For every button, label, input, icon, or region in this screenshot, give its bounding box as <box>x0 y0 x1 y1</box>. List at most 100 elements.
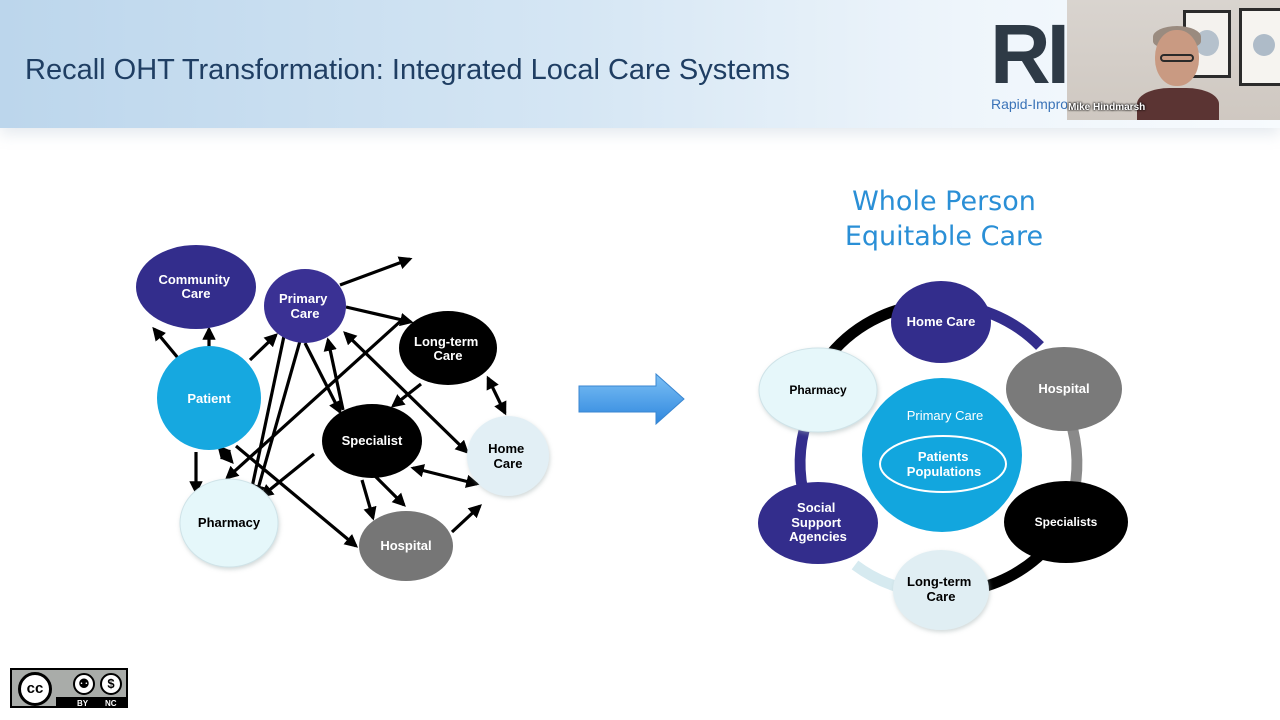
title-band <box>0 0 1280 128</box>
left-node-patient[interactable]: Patient <box>157 346 261 450</box>
center-hub-primary-care[interactable]: Primary Care Patients Populations <box>862 378 1022 532</box>
right-heading-line2: Equitable Care <box>844 221 1044 252</box>
node-label: Patient <box>187 391 231 406</box>
right-node-social-support-agencies[interactable]: Social Support Agencies <box>758 482 878 564</box>
connector-arrow <box>323 337 345 411</box>
node-shape <box>1006 347 1122 431</box>
cc-logo-icon: cc <box>18 672 52 706</box>
participant-video-tile[interactable] <box>1067 0 1280 120</box>
connector-arrow <box>248 333 278 362</box>
node-shape <box>359 511 453 581</box>
right-node-hospital[interactable]: Hospital <box>1006 347 1122 431</box>
node-label-line: Community <box>158 272 230 287</box>
node-label: Social Support Agencies <box>789 500 847 544</box>
node-shape <box>893 550 989 630</box>
nc-label: NC <box>105 699 117 708</box>
node-label: Pharmacy <box>198 515 261 530</box>
attribution-person-icon: ⚉ <box>73 673 95 695</box>
left-node-pharmacy[interactable]: Pharmacy <box>179 478 279 568</box>
node-shape <box>136 245 256 329</box>
node-label-line: Hospital <box>380 538 431 553</box>
left-node-community-care[interactable]: Community Care <box>136 245 256 329</box>
node-label-line: Pharmacy <box>789 383 847 397</box>
node-shape <box>264 269 346 343</box>
node-label-line: Long-term <box>907 574 971 589</box>
hub-inner-label: Patients Populations <box>907 449 981 479</box>
node-label-line: Home <box>488 441 524 456</box>
node-label: Long-term Care <box>414 334 482 363</box>
left-node-long-term-care[interactable]: Long-term Care <box>399 311 497 385</box>
node-label-line: Patient <box>187 391 231 406</box>
connector-arrow <box>373 474 406 507</box>
node-label: Primary Care <box>279 291 331 321</box>
node-shape <box>157 346 261 450</box>
license-label-strip <box>56 697 126 706</box>
hub-shape <box>862 378 1022 532</box>
node-label-line: Care <box>291 306 320 321</box>
node-label: Specialists <box>1035 515 1098 529</box>
right-node-long-term-care[interactable]: Long-term Care <box>893 550 989 630</box>
node-shape <box>891 281 991 363</box>
connector-arrow <box>390 382 422 408</box>
by-label: BY <box>77 699 89 708</box>
node-label-line: Care <box>927 589 956 604</box>
left-node-home-care[interactable]: Home Care <box>467 416 549 496</box>
node-label-line: Specialist <box>342 433 403 448</box>
left-node-specialist[interactable]: Specialist <box>322 404 422 478</box>
slide-title: Recall OHT Transformation: Integrated Lo… <box>25 54 791 86</box>
connector-arrow <box>225 317 405 480</box>
transformation-arrow <box>578 372 685 426</box>
creative-commons-license-badge[interactable]: cc ⚉ $ BY NC <box>10 668 128 708</box>
right-heading: Whole Person Equitable Care <box>824 184 1064 254</box>
participant-shirt <box>1137 88 1219 120</box>
logo-mark: RI <box>990 7 1070 101</box>
node-label-line: Agencies <box>789 529 847 544</box>
connector-arrow <box>259 452 316 498</box>
node-shape <box>758 347 878 433</box>
noncommercial-icon: $ <box>100 673 122 695</box>
node-label-line: Pharmacy <box>198 515 261 530</box>
node-label-line: Home Care <box>907 314 976 329</box>
node-label-line: Primary <box>279 291 328 306</box>
connector-arrow <box>245 335 286 500</box>
right-heading-line1: Whole Person <box>852 186 1036 217</box>
node-shape <box>467 416 549 496</box>
node-label: Long-term Care <box>907 574 975 604</box>
connector-arrow <box>339 256 413 287</box>
node-label: Hospital <box>1038 381 1089 396</box>
left-node-hospital[interactable]: Hospital <box>359 511 453 581</box>
right-node-pharmacy[interactable]: Pharmacy <box>758 347 878 433</box>
left-connection-arrows <box>152 256 507 548</box>
connector-arrow <box>152 326 180 360</box>
hub-inner-line: Populations <box>907 464 981 479</box>
logo-text: Rapid-Impro <box>991 96 1067 112</box>
node-shape <box>179 478 279 568</box>
node-label: Home Care <box>907 314 976 329</box>
node-shape <box>1004 481 1128 563</box>
hub-label: Primary Care <box>907 408 984 423</box>
node-label-line: Care <box>182 286 211 301</box>
node-label: Pharmacy <box>789 383 847 397</box>
connector-arrow <box>303 342 342 415</box>
right-node-home-care[interactable]: Home Care <box>891 281 991 363</box>
connector-arrow <box>234 444 359 548</box>
node-shape <box>399 311 497 385</box>
node-shape <box>322 404 422 478</box>
connector-arrow <box>217 444 234 465</box>
hub-inner-line: Patients <box>918 449 969 464</box>
node-label: Hospital <box>380 538 431 553</box>
participant-glasses <box>1160 54 1194 62</box>
node-label: Specialist <box>342 433 403 448</box>
connector-arrow <box>450 504 482 534</box>
participant-name: Mike Hindmarsh <box>1068 102 1146 113</box>
hub-inner-ring <box>879 435 1007 493</box>
right-node-specialists[interactable]: Specialists <box>1004 481 1128 563</box>
node-label: Home Care <box>488 441 528 471</box>
node-label-line: Care <box>494 456 523 471</box>
node-label: Community Care <box>158 272 233 301</box>
node-shape <box>758 482 878 564</box>
node-label-line: Long-term <box>414 334 478 349</box>
left-node-primary-care[interactable]: Primary Care <box>264 269 346 343</box>
node-label-line: Specialists <box>1035 515 1098 529</box>
